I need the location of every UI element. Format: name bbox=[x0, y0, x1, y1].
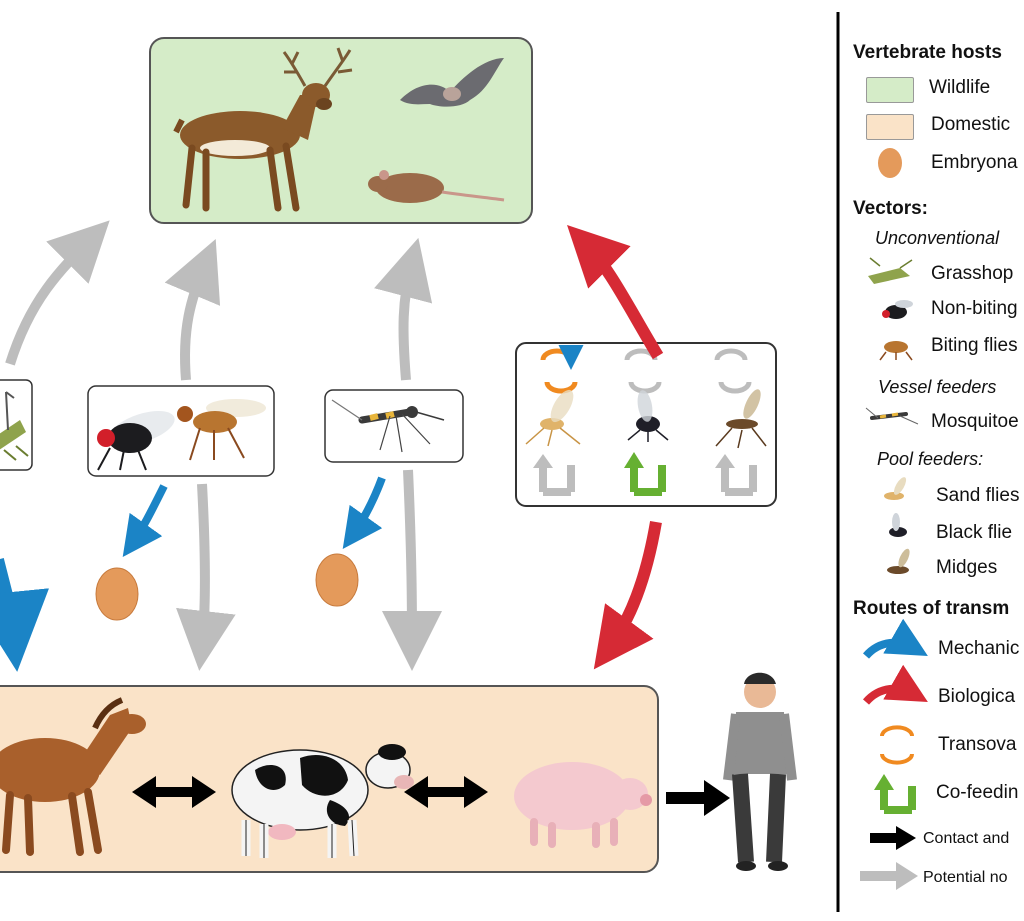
black-fly-icon bbox=[889, 513, 907, 537]
biting-fly-icon bbox=[879, 341, 913, 361]
sand-flies-label: Sand flies bbox=[936, 485, 1020, 506]
vessel-feeders-subtitle: Vessel feeders bbox=[878, 377, 997, 397]
mechanical-arrow-icon bbox=[862, 618, 928, 659]
wildlife-label: Wildlife bbox=[929, 77, 991, 98]
biological-label: Biologica bbox=[938, 686, 1016, 707]
co-feeding-u-arrow-green bbox=[624, 452, 666, 496]
legend-icons bbox=[860, 148, 928, 890]
contact-arrows bbox=[132, 776, 730, 816]
bat-illustration bbox=[400, 58, 504, 107]
biological-arrow-icon bbox=[862, 664, 928, 705]
non-biting-fly-icon bbox=[882, 300, 913, 319]
black-fly-illustration bbox=[627, 390, 669, 442]
midge-illustration bbox=[715, 389, 767, 449]
embryonated-label: Embryona bbox=[931, 152, 1018, 173]
grasshopper-box bbox=[0, 379, 33, 471]
embryonated-egg-icon bbox=[878, 148, 902, 178]
vertebrate-hosts-title: Vertebrate hosts bbox=[853, 42, 1002, 63]
pool-feeders-box bbox=[515, 342, 777, 507]
vectors-title: Vectors: bbox=[853, 198, 928, 219]
mechanical-label: Mechanic bbox=[938, 638, 1020, 659]
biological-arrows bbox=[567, 225, 664, 670]
co-feeding-u-arrow-gray-1 bbox=[533, 454, 575, 496]
transovarial-cycle-icon bbox=[880, 725, 914, 765]
non-biting-label: Non-biting bbox=[931, 298, 1018, 319]
sand-fly-icon bbox=[884, 477, 907, 500]
transovarial-cycle-icon bbox=[540, 344, 584, 394]
co-feeding-u-arrow-icon bbox=[874, 774, 916, 814]
co-feeding-label: Co-feedin bbox=[936, 782, 1019, 803]
potential-arrows bbox=[5, 220, 442, 671]
routes-title: Routes of transm bbox=[853, 598, 1010, 619]
grasshopper-icon bbox=[868, 257, 913, 284]
rat-illustration bbox=[368, 170, 505, 203]
wildlife-hosts-box bbox=[149, 37, 533, 224]
biting-flies-label: Biting flies bbox=[931, 335, 1018, 356]
horse-illustration bbox=[0, 697, 146, 856]
non-biting-and-biting-flies-box bbox=[87, 385, 275, 477]
mechanical-arrows bbox=[0, 476, 386, 672]
mosquito-box bbox=[324, 389, 464, 463]
potential-label: Potential no bbox=[923, 869, 1008, 886]
transovarial-label: Transova bbox=[938, 734, 1017, 755]
pig-illustration bbox=[514, 762, 652, 848]
co-feeding-u-arrow-gray-2 bbox=[715, 454, 757, 496]
contact-arrow-icon bbox=[870, 826, 916, 850]
domestic-hosts-box bbox=[0, 685, 659, 873]
midges-label: Midges bbox=[936, 557, 998, 578]
contact-label: Contact and bbox=[923, 830, 1010, 847]
black-flies-label: Black flie bbox=[936, 522, 1013, 543]
pool-feeders-subtitle: Pool feeders: bbox=[877, 449, 984, 469]
unconventional-subtitle: Unconventional bbox=[875, 228, 1000, 248]
embryonated-egg-icon bbox=[95, 567, 139, 621]
mosquitoes-label: Mosquitoe bbox=[931, 411, 1019, 432]
human-illustration bbox=[723, 672, 797, 871]
wildlife-swatch bbox=[866, 77, 914, 103]
midge-icon bbox=[887, 548, 910, 574]
mosquito-icon bbox=[865, 407, 919, 425]
cow-illustration bbox=[231, 744, 414, 858]
sand-fly-illustration bbox=[525, 389, 581, 447]
deer-illustration bbox=[173, 47, 353, 212]
domestic-label: Domestic bbox=[931, 114, 1011, 135]
potential-arrow-icon bbox=[860, 862, 918, 890]
embryonated-egg-icon bbox=[315, 553, 359, 607]
grasshoppers-label: Grasshop bbox=[931, 263, 1014, 284]
domestic-swatch bbox=[866, 114, 914, 140]
